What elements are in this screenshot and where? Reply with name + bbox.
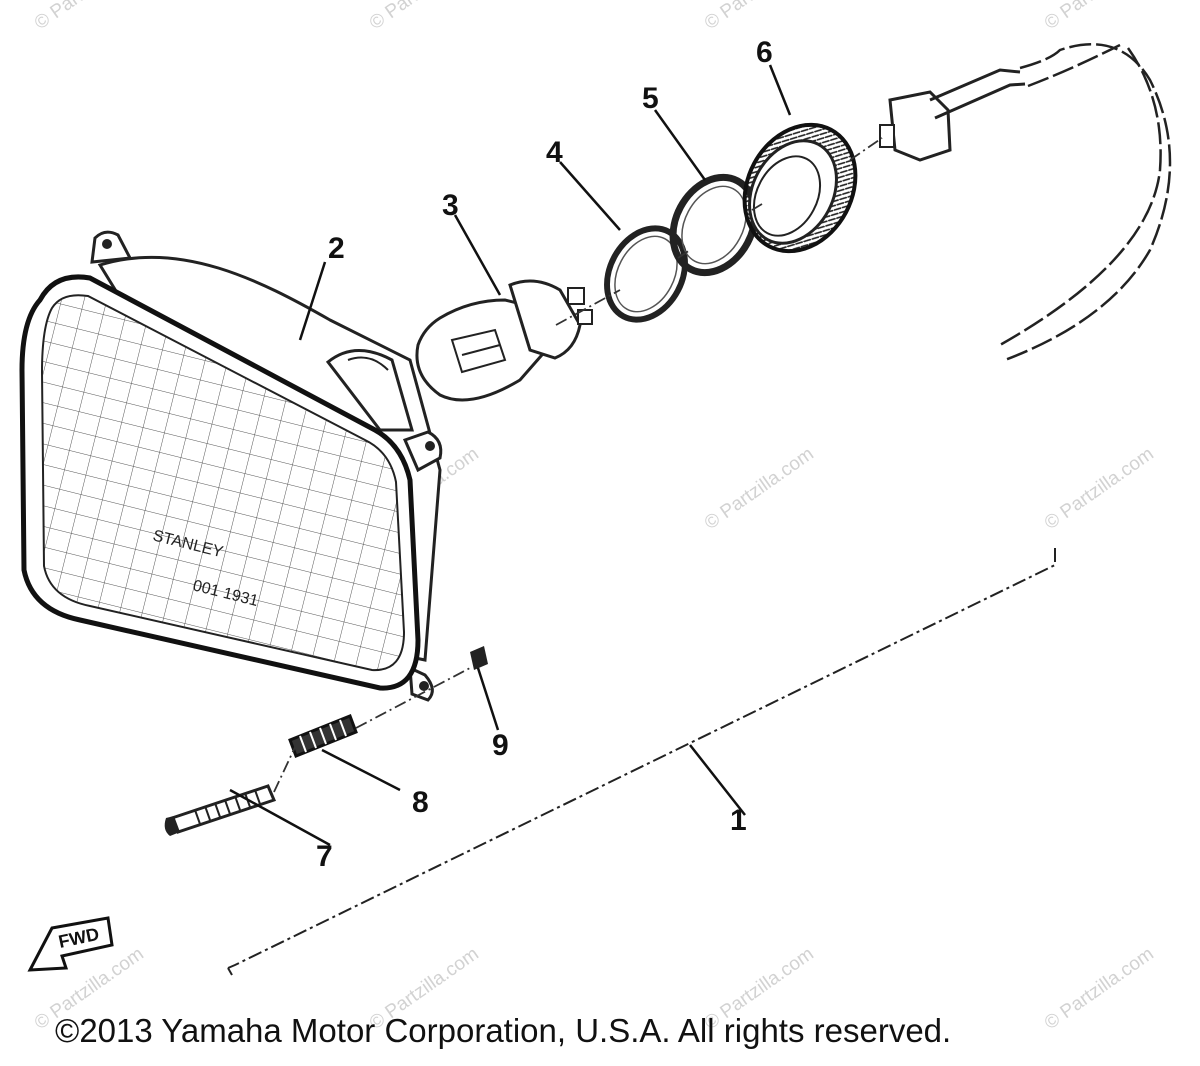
alignment-lines — [273, 137, 883, 793]
part-label-9: 9 — [492, 729, 509, 762]
watermark-text: © Partzilla.com — [366, 0, 483, 34]
headlight-unit-drawing: STANLEY 001 1931 — [19, 230, 443, 702]
watermark-text: © Partzilla.com — [1041, 943, 1158, 1034]
watermark-text: © Partzilla.com — [701, 443, 818, 534]
copyright-notice: ©2013 Yamaha Motor Corporation, U.S.A. A… — [55, 1012, 952, 1049]
watermark-text: © Partzilla.com — [31, 0, 148, 34]
ring-5-inner — [681, 185, 747, 265]
part-label-5: 5 — [642, 82, 659, 115]
connector-wire — [879, 43, 1172, 362]
part-label-3: 3 — [442, 189, 459, 222]
ring-4-inner — [614, 235, 678, 313]
part-labels: 1 2 3 4 5 6 7 8 9 — [316, 36, 773, 873]
watermark-text: © Partzilla.com — [1041, 0, 1158, 34]
assembly-bracket — [227, 548, 1056, 976]
socket-cover-drawing — [742, 122, 858, 254]
bulb-drawing — [415, 279, 593, 402]
hardware-drawing — [164, 646, 488, 836]
watermark-text: © Partzilla.com — [701, 0, 818, 34]
part-label-7: 7 — [316, 840, 333, 873]
ring-5-drawing — [669, 173, 759, 277]
watermark-text: © Partzilla.com — [1041, 443, 1158, 534]
leader-lines — [229, 64, 792, 847]
part-label-8: 8 — [412, 786, 429, 819]
ring-4-drawing — [604, 225, 688, 323]
part-label-1: 1 — [730, 804, 747, 837]
part-label-4: 4 — [546, 136, 563, 169]
part-label-6: 6 — [756, 36, 773, 69]
fwd-arrow-icon: FWD — [27, 916, 114, 972]
part-label-2: 2 — [328, 232, 345, 265]
